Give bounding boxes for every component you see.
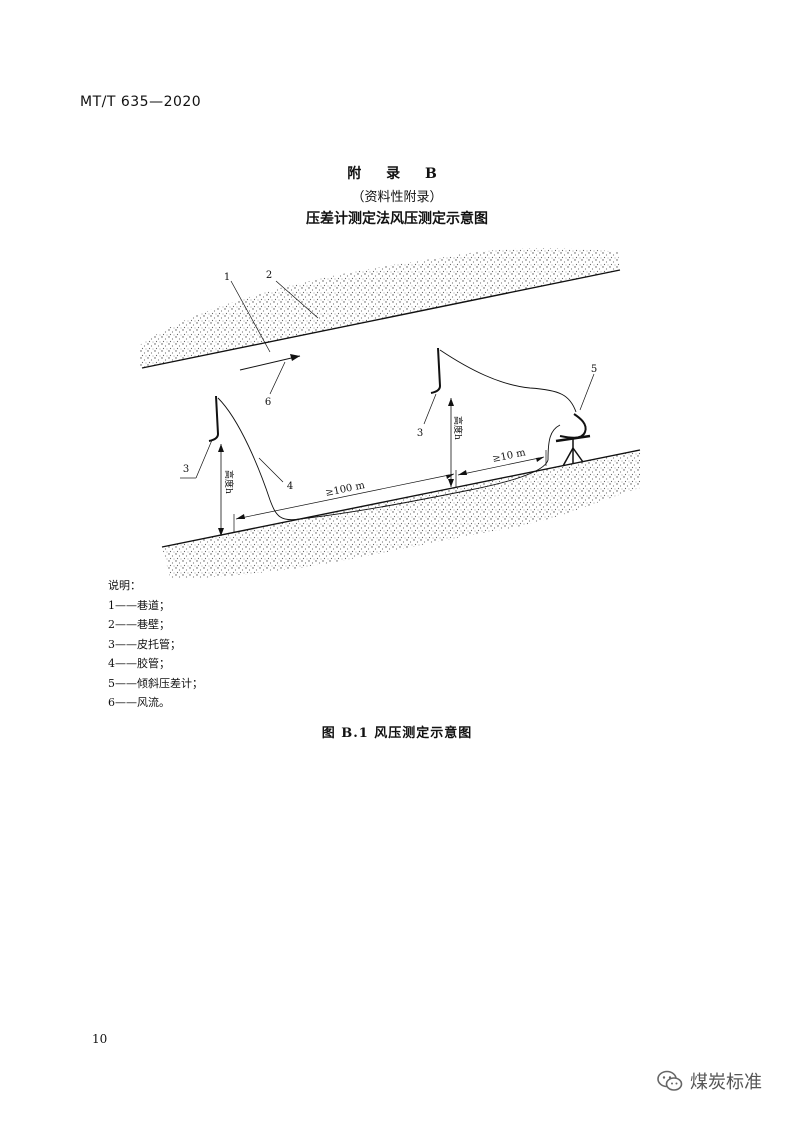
notes-heading: 说明： (108, 579, 141, 592)
label-5: 5 (591, 364, 597, 375)
watermark: 煤炭标准 (656, 1068, 762, 1094)
label-6: 6 (265, 397, 271, 408)
watermark-text: 煤炭标准 (690, 1072, 762, 1093)
airflow-arrow (239, 355, 301, 371)
note-item: 5——倾斜压差计； (108, 676, 203, 690)
rubber-hose-right (439, 349, 577, 413)
rubber-hose-left (217, 397, 561, 521)
floor-rock (162, 450, 640, 579)
note-item: 4——胶管； (108, 657, 170, 670)
appendix-subtitle: （资料性附录） (351, 190, 443, 205)
roof-rock (140, 248, 620, 368)
tunnel-roof-line (141, 269, 621, 369)
label-1: 1 (224, 272, 230, 283)
page-number: 10 (92, 1032, 108, 1046)
height-label-left: 高度h (223, 470, 235, 494)
note-item: 6——风流。 (108, 696, 170, 709)
distance-10m-label: ≥10 m (491, 447, 527, 465)
note-item: 3——皮托管； (108, 637, 181, 651)
note-item: 1——巷道； (108, 598, 170, 612)
tunnel-floor-line (161, 449, 641, 548)
label-4: 4 (287, 481, 293, 492)
appendix-name: 压差计测定法风压测定示意图 (306, 211, 488, 227)
label-3-left: 3 (183, 464, 189, 475)
wechat-icon (657, 1070, 683, 1091)
pitot-tube-left (208, 395, 220, 442)
pressure-measurement-diagram: 1 2 6 3 3 4 5 高度h 高度h ≥100 m ≥10 m (140, 248, 641, 579)
appendix-title: 附 录 B (347, 166, 447, 182)
pitot-tube-right (430, 347, 442, 394)
label-2: 2 (266, 270, 272, 281)
standard-code: MT/T 635—2020 (80, 94, 202, 110)
legend-notes: 说明： 1——巷道； 2——巷壁； 3——皮托管； 4——胶管； 5——倾斜压差… (108, 576, 203, 713)
height-label-right: 高度h (452, 416, 464, 440)
label-3-right: 3 (417, 428, 423, 439)
inclined-manometer (555, 413, 591, 467)
note-item: 2——巷壁； (108, 618, 170, 631)
figure-caption: 图 B.1 风压测定示意图 (321, 726, 473, 741)
